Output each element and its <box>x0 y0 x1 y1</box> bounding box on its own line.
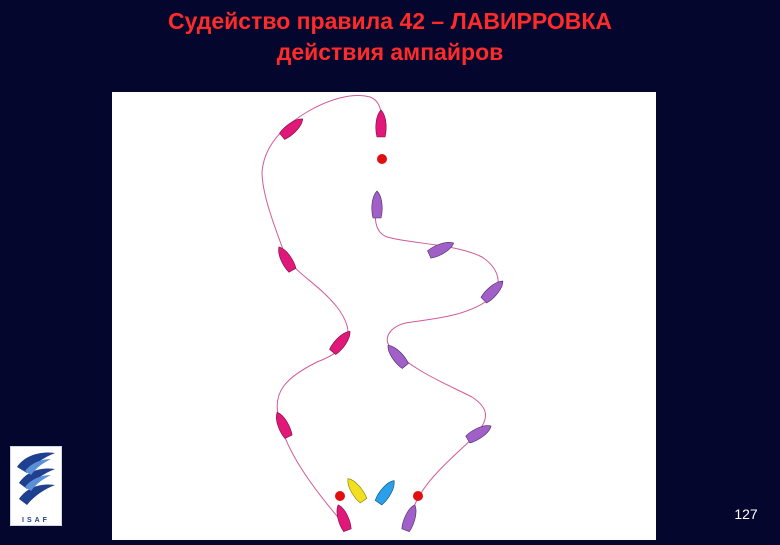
slide-title: Судейство правила 42 – ЛАВИРРОВКА действ… <box>0 6 780 68</box>
mark-bottom-left <box>335 491 345 501</box>
purple-boat <box>383 341 410 370</box>
tacking-diagram <box>261 94 508 533</box>
isaf-logo-text: ISAF <box>22 517 50 524</box>
isaf-sails-icon <box>17 452 55 505</box>
page-number: 127 <box>734 506 758 522</box>
isaf-logo: ISAF <box>10 446 62 526</box>
diagram-panel <box>112 92 656 540</box>
mark-top <box>377 154 387 164</box>
purple-boat <box>464 421 495 445</box>
purple-boat <box>400 502 421 533</box>
purple-boat <box>479 276 508 305</box>
magenta-boat <box>375 109 387 138</box>
magenta-boat-track <box>261 94 382 523</box>
umpire-boat-blue <box>373 477 399 507</box>
magenta-boat <box>328 327 355 356</box>
purple-boat <box>426 237 457 260</box>
title-line-2: действия ампайров <box>276 39 504 65</box>
purple-boat <box>371 190 383 219</box>
magenta-boat <box>271 409 294 440</box>
magenta-boat <box>274 243 298 274</box>
mark-bottom-right <box>413 491 423 501</box>
magenta-boat <box>332 502 353 533</box>
umpire-boat-yellow <box>343 475 369 505</box>
magenta-boat <box>278 114 307 141</box>
title-line-1: Судейство правила 42 – ЛАВИРРОВКА <box>167 8 613 34</box>
